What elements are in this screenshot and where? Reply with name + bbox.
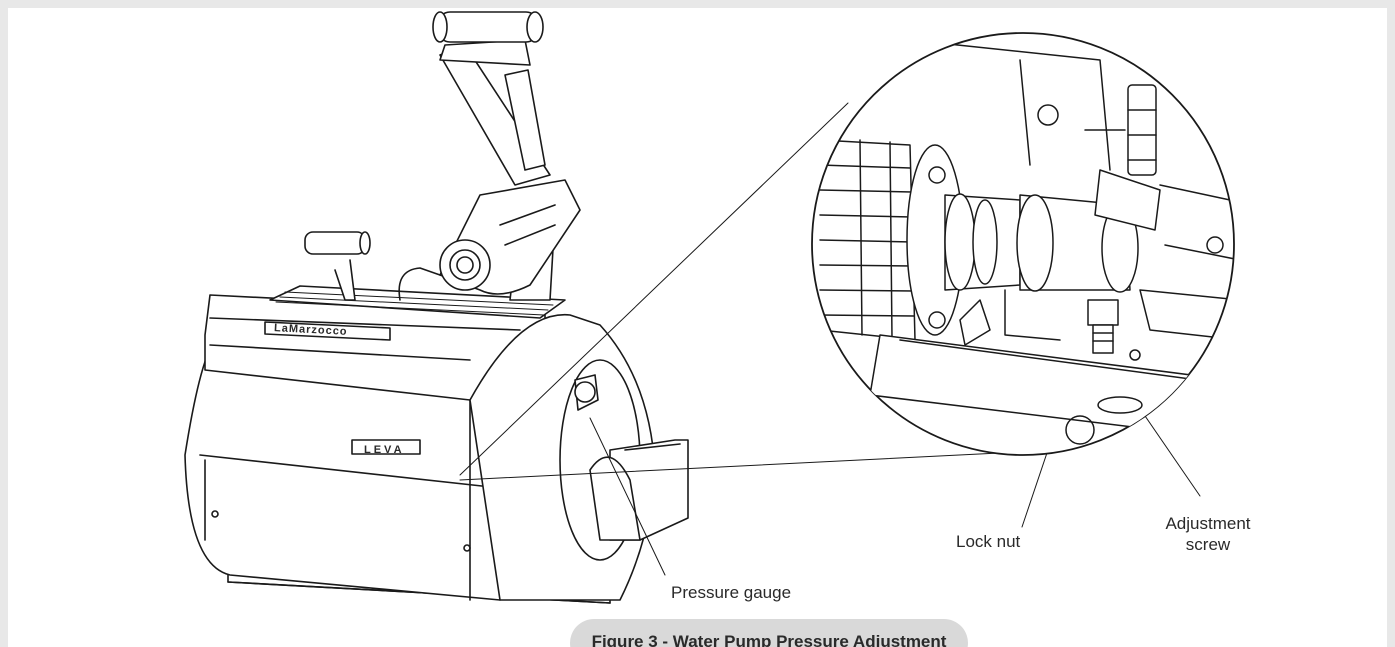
motor-fins [819, 139, 916, 341]
figure-caption-box: Figure 3 - Water Pump Pressure Adjustmen… [570, 619, 968, 647]
technical-drawing [184, 11, 1235, 604]
pressure-gauge-label: Pressure gauge [671, 583, 792, 602]
adjustment-screw-label-line1: Adjustment [1165, 514, 1251, 533]
figure-page: LaMarzocco LEVA Lock nut Adjustment scre… [8, 8, 1387, 647]
model-label: LEVA [364, 444, 405, 456]
detail-magnified-view [811, 32, 1235, 456]
adjustment-screw-label-line2: screw [1185, 535, 1231, 554]
lock-nut-label: Lock nut [956, 532, 1021, 551]
lever-group [432, 11, 581, 301]
adjustment-screw-label: Adjustment screw [1153, 513, 1263, 555]
brand-label: LaMarzocco [273, 322, 348, 338]
figure-caption: Figure 3 - Water Pump Pressure Adjustmen… [591, 632, 947, 647]
espresso-machine [184, 231, 689, 604]
